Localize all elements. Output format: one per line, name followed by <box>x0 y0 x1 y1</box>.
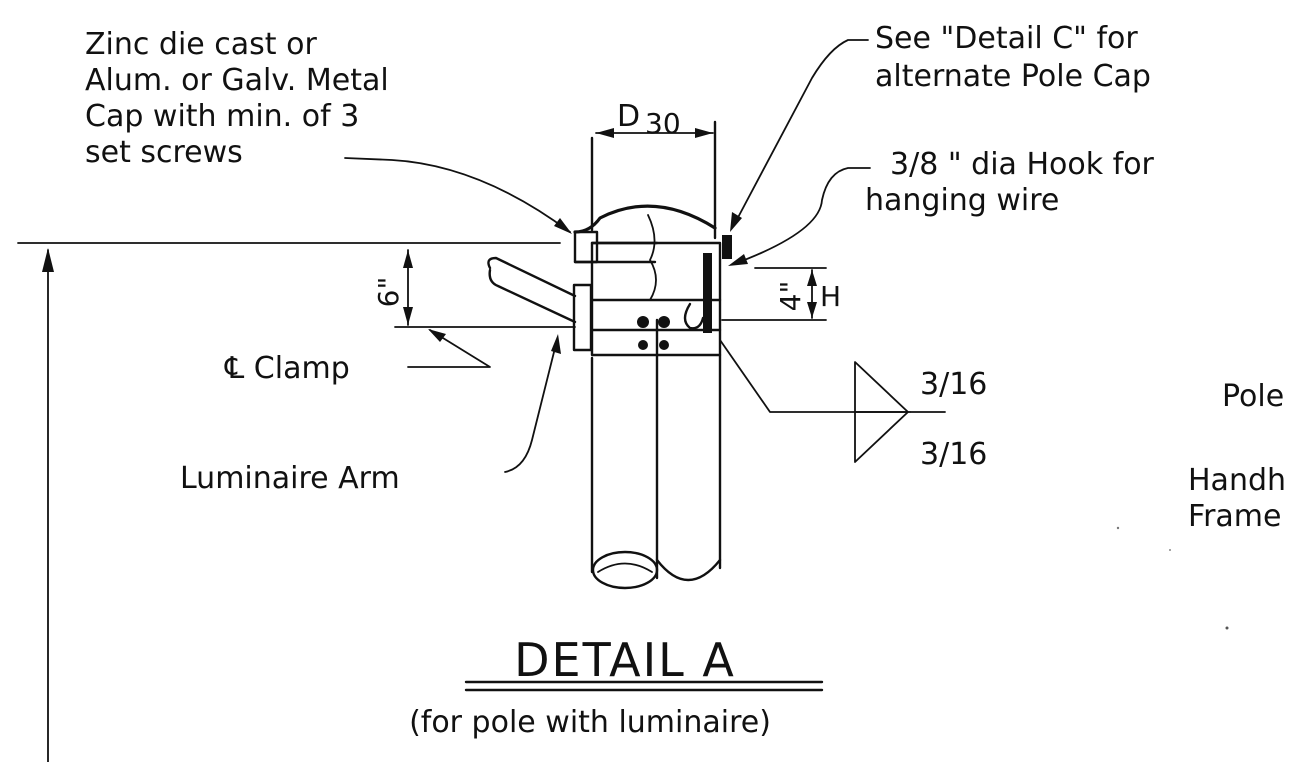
dimension-d30: D 30 <box>595 99 714 140</box>
pole-label: Pole <box>1222 379 1284 414</box>
hook-label-line-2: hanging wire <box>865 183 1059 218</box>
dim-d-subscript: 30 <box>645 107 681 140</box>
luminaire-arm <box>487 256 593 352</box>
cap-label-line-1: Zinc die cast or <box>85 27 317 62</box>
detail-title-main: DETAIL A <box>514 633 736 687</box>
pole-shaft <box>590 318 722 590</box>
dim-h-label: H <box>820 280 841 313</box>
detail-c-label-line-2: alternate Pole Cap <box>875 59 1151 94</box>
dim-six-label: 6" <box>372 277 405 308</box>
cap-label-line-2: Alum. or Galv. Metal <box>85 63 389 98</box>
dimension-four-inch: 4" H <box>721 267 841 321</box>
clamp-label: ℄ Clamp <box>224 351 350 386</box>
luminaire-arm-label: Luminaire Arm <box>180 461 400 496</box>
detail-title-subtitle: (for pole with luminaire) <box>409 705 771 740</box>
weld-bottom-label: 3/16 <box>920 437 987 472</box>
dim-four-label: 4" <box>774 281 807 312</box>
dim-d-label: D <box>617 99 640 134</box>
weld-top-label: 3/16 <box>920 367 987 402</box>
cap-label-line-4: set screws <box>85 135 243 170</box>
paper-specks <box>1116 526 1229 630</box>
callout-labels: Zinc die cast or Alum. or Galv. Metal Ca… <box>85 21 1286 534</box>
dimension-six-inch: 6" <box>372 249 576 328</box>
detail-title: DETAIL A (for pole with luminaire) <box>409 633 824 740</box>
cap-label-line-3: Cap with min. of 3 <box>85 99 359 134</box>
handhole-label-line-1: Handh <box>1188 463 1286 498</box>
handhole-label-line-2: Frame <box>1188 499 1281 534</box>
weld-symbol: 3/16 3/16 <box>854 361 987 472</box>
detail-c-label-line-1: See "Detail C" for <box>875 21 1138 56</box>
pole-cap <box>573 120 732 357</box>
leader-lines <box>344 39 911 473</box>
hook-label-line-1: 3/8 " dia Hook for <box>890 147 1155 182</box>
reference-lines <box>17 242 561 762</box>
